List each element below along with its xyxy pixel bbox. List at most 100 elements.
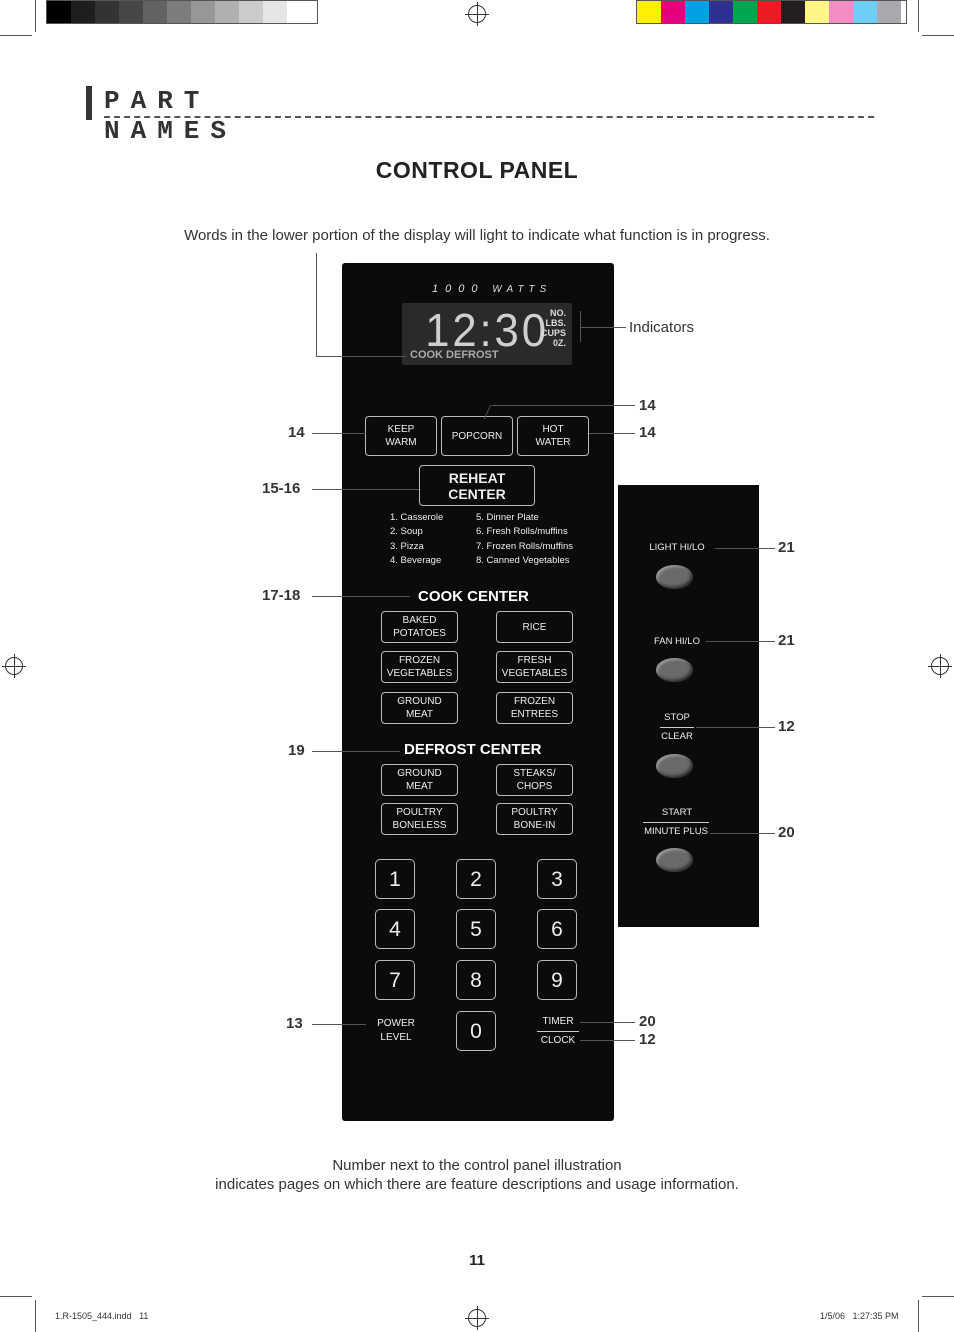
crop-mark: [918, 1300, 919, 1332]
display-units: NO. LBS. CUPS 0Z.: [541, 308, 566, 348]
number-key-4[interactable]: 4: [375, 909, 415, 949]
number-key-9[interactable]: 9: [537, 960, 577, 1000]
page-number: 11: [469, 1252, 485, 1269]
display-window: 12:30 NO. LBS. CUPS 0Z. COOK DEFROST: [402, 303, 572, 365]
start-minute-plus-button[interactable]: [656, 848, 693, 872]
number-key-0[interactable]: 0: [456, 1011, 496, 1051]
light-label: LIGHT HI/LO: [649, 542, 705, 553]
number-key-2[interactable]: 2: [456, 859, 496, 899]
registration-mark-icon: [465, 2, 489, 26]
page-ref-hot-water: 14: [639, 424, 656, 441]
leader-line: [312, 489, 419, 490]
hot-water-button[interactable]: HOT WATER: [517, 416, 589, 456]
baked-potatoes-button[interactable]: BAKED POTATOES: [381, 611, 458, 643]
popcorn-button[interactable]: POPCORN: [441, 416, 513, 456]
page-ref-reheat: 15-16: [262, 480, 301, 497]
display-defrost: COOK DEFROST: [410, 349, 499, 361]
ground-meat-defrost-button[interactable]: GROUND MEAT: [381, 764, 458, 796]
crop-mark: [922, 35, 954, 36]
number-key-5[interactable]: 5: [456, 909, 496, 949]
minute-plus-label: MINUTE PLUS: [644, 826, 708, 837]
leader-line: [316, 253, 317, 356]
unit-no: NO.: [549, 308, 566, 318]
watts-number: 1000: [432, 283, 485, 295]
crop-mark: [922, 1296, 954, 1297]
list-item: 7. Frozen Rolls/muffins: [476, 540, 573, 552]
color-swatch: [637, 1, 661, 23]
watts-word: WATTS: [492, 284, 552, 295]
clock-button[interactable]: CLOCK: [540, 1035, 576, 1046]
color-swatch: [877, 1, 901, 23]
number-key-3[interactable]: 3: [537, 859, 577, 899]
fresh-vegetables-button[interactable]: FRESH VEGETABLES: [496, 651, 573, 683]
color-swatch: [829, 1, 853, 23]
leader-line: [312, 751, 400, 752]
page-ref-light: 21: [778, 539, 795, 556]
section-marker: [86, 86, 92, 120]
unit-cups: CUPS: [540, 328, 566, 338]
page-ref-start: 20: [778, 824, 795, 841]
leader-line: [492, 405, 635, 406]
list-item: 6. Fresh Rolls/muffins: [476, 526, 568, 538]
color-swatch: [119, 1, 143, 23]
list-item: 4. Beverage: [390, 554, 442, 566]
reheat-center-button[interactable]: REHEAT CENTER: [419, 465, 535, 506]
color-swatch: [263, 1, 287, 23]
reheat-list-right: 5. Dinner Plate 6. Fresh Rolls/muffins 7…: [476, 511, 573, 568]
keep-warm-button[interactable]: KEEP WARM: [365, 416, 437, 456]
page-ref-power-level: 13: [286, 1015, 303, 1032]
indicators-label: Indicators: [629, 319, 695, 336]
stop-clear-button[interactable]: [656, 754, 693, 778]
list-item: 1. Casserole: [390, 512, 444, 523]
page-ref-stop-clear: 12: [778, 718, 795, 735]
registration-mark-icon: [465, 1306, 489, 1330]
light-button[interactable]: [656, 565, 693, 589]
color-swatch: [287, 1, 311, 23]
color-bar: [636, 0, 907, 24]
color-swatch: [781, 1, 805, 23]
list-item: 8. Canned Vegetables: [476, 554, 570, 566]
page-title: CONTROL PANEL: [375, 157, 579, 183]
color-swatch: [853, 1, 877, 23]
color-swatch: [95, 1, 119, 23]
stop-label: STOP: [664, 712, 690, 723]
slug-file: 1.R-1505_444.indd 11: [55, 1311, 149, 1321]
ground-meat-cook-button[interactable]: GROUND MEAT: [381, 692, 458, 724]
frozen-vegetables-button[interactable]: FROZEN VEGETABLES: [381, 651, 458, 683]
number-key-8[interactable]: 8: [456, 960, 496, 1000]
color-swatch: [757, 1, 781, 23]
leader-line: [312, 1024, 366, 1025]
divider: [537, 1031, 579, 1032]
steaks-chops-button[interactable]: STEAKS/ CHOPS: [496, 764, 573, 796]
crop-mark: [35, 0, 36, 32]
page-ref-timer: 20: [639, 1013, 656, 1030]
number-key-7[interactable]: 7: [375, 960, 415, 1000]
color-swatch: [47, 1, 71, 23]
fan-button[interactable]: [656, 658, 693, 682]
page-ref-cook-center: 17-18: [262, 587, 301, 604]
dashed-rule: [104, 116, 874, 118]
rice-button[interactable]: RICE: [496, 611, 573, 643]
page-ref-defrost-center: 19: [288, 742, 305, 759]
leader-line: [706, 641, 775, 642]
color-swatch: [215, 1, 239, 23]
color-swatch: [733, 1, 757, 23]
section-title: PART NAMES: [104, 86, 238, 146]
page-ref-keep-warm: 14: [288, 424, 305, 441]
leader-line: [715, 548, 775, 549]
number-key-6[interactable]: 6: [537, 909, 577, 949]
timer-button[interactable]: TIMER: [542, 1016, 574, 1027]
poultry-boneless-button[interactable]: POULTRY BONELESS: [381, 803, 458, 835]
footnote-line-1: Number next to the control panel illustr…: [332, 1157, 622, 1174]
frozen-entrees-button[interactable]: FROZEN ENTREES: [496, 692, 573, 724]
color-swatch: [805, 1, 829, 23]
registration-mark-icon: [928, 654, 952, 678]
poultry-bone-in-button[interactable]: POULTRY BONE-IN: [496, 803, 573, 835]
unit-oz: 0Z.: [552, 338, 566, 348]
crop-mark: [918, 0, 919, 32]
number-key-1[interactable]: 1: [375, 859, 415, 899]
leader-line: [580, 1022, 635, 1023]
power-level-button[interactable]: POWER LEVEL: [377, 1018, 415, 1043]
leader-line: [696, 727, 775, 728]
color-swatch: [661, 1, 685, 23]
